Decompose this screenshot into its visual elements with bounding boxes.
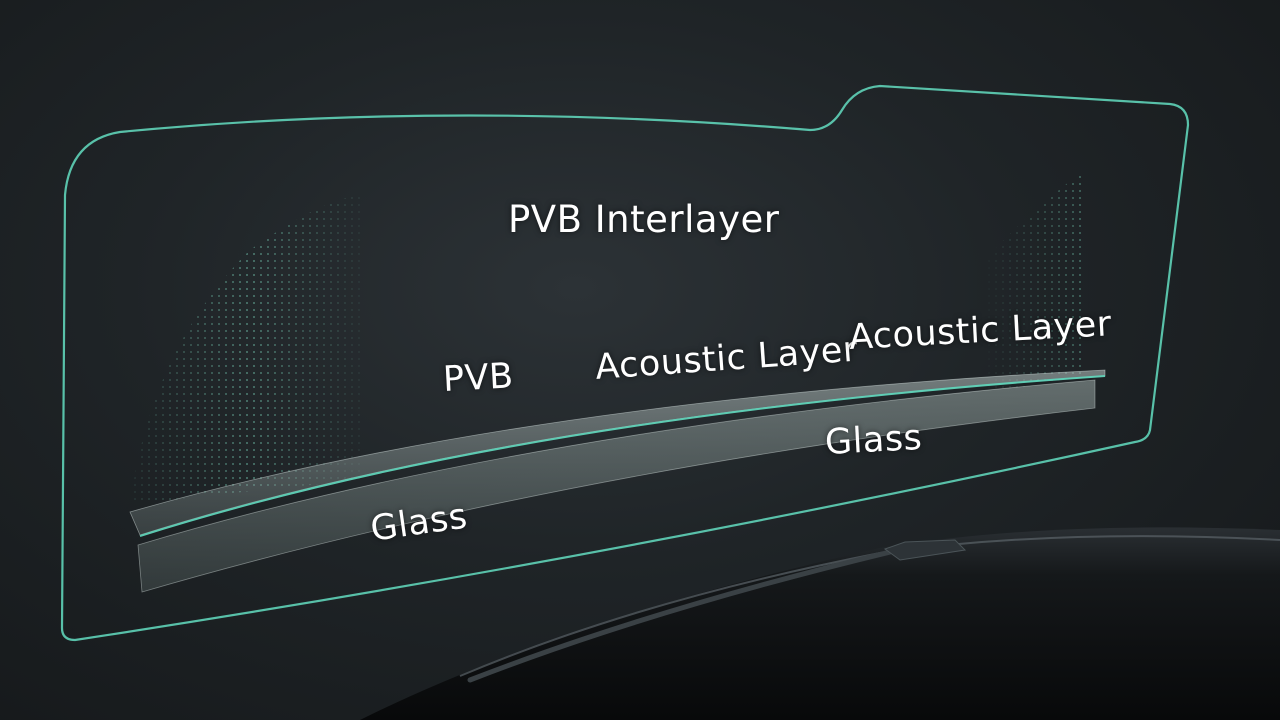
dot-field-right xyxy=(985,170,1085,395)
glass-layer-bottom xyxy=(137,379,1096,593)
dashboard xyxy=(360,527,1280,720)
label-pvb: PVB xyxy=(442,356,515,400)
diagram-title: PVB Interlayer xyxy=(508,198,780,241)
label-glass-right: Glass xyxy=(824,417,924,463)
acoustic-layer-edge xyxy=(139,375,1106,537)
wiper-blade xyxy=(467,545,903,683)
sensor-housing xyxy=(883,539,967,561)
windshield-outline xyxy=(60,84,1190,642)
dot-field-left xyxy=(130,195,365,505)
